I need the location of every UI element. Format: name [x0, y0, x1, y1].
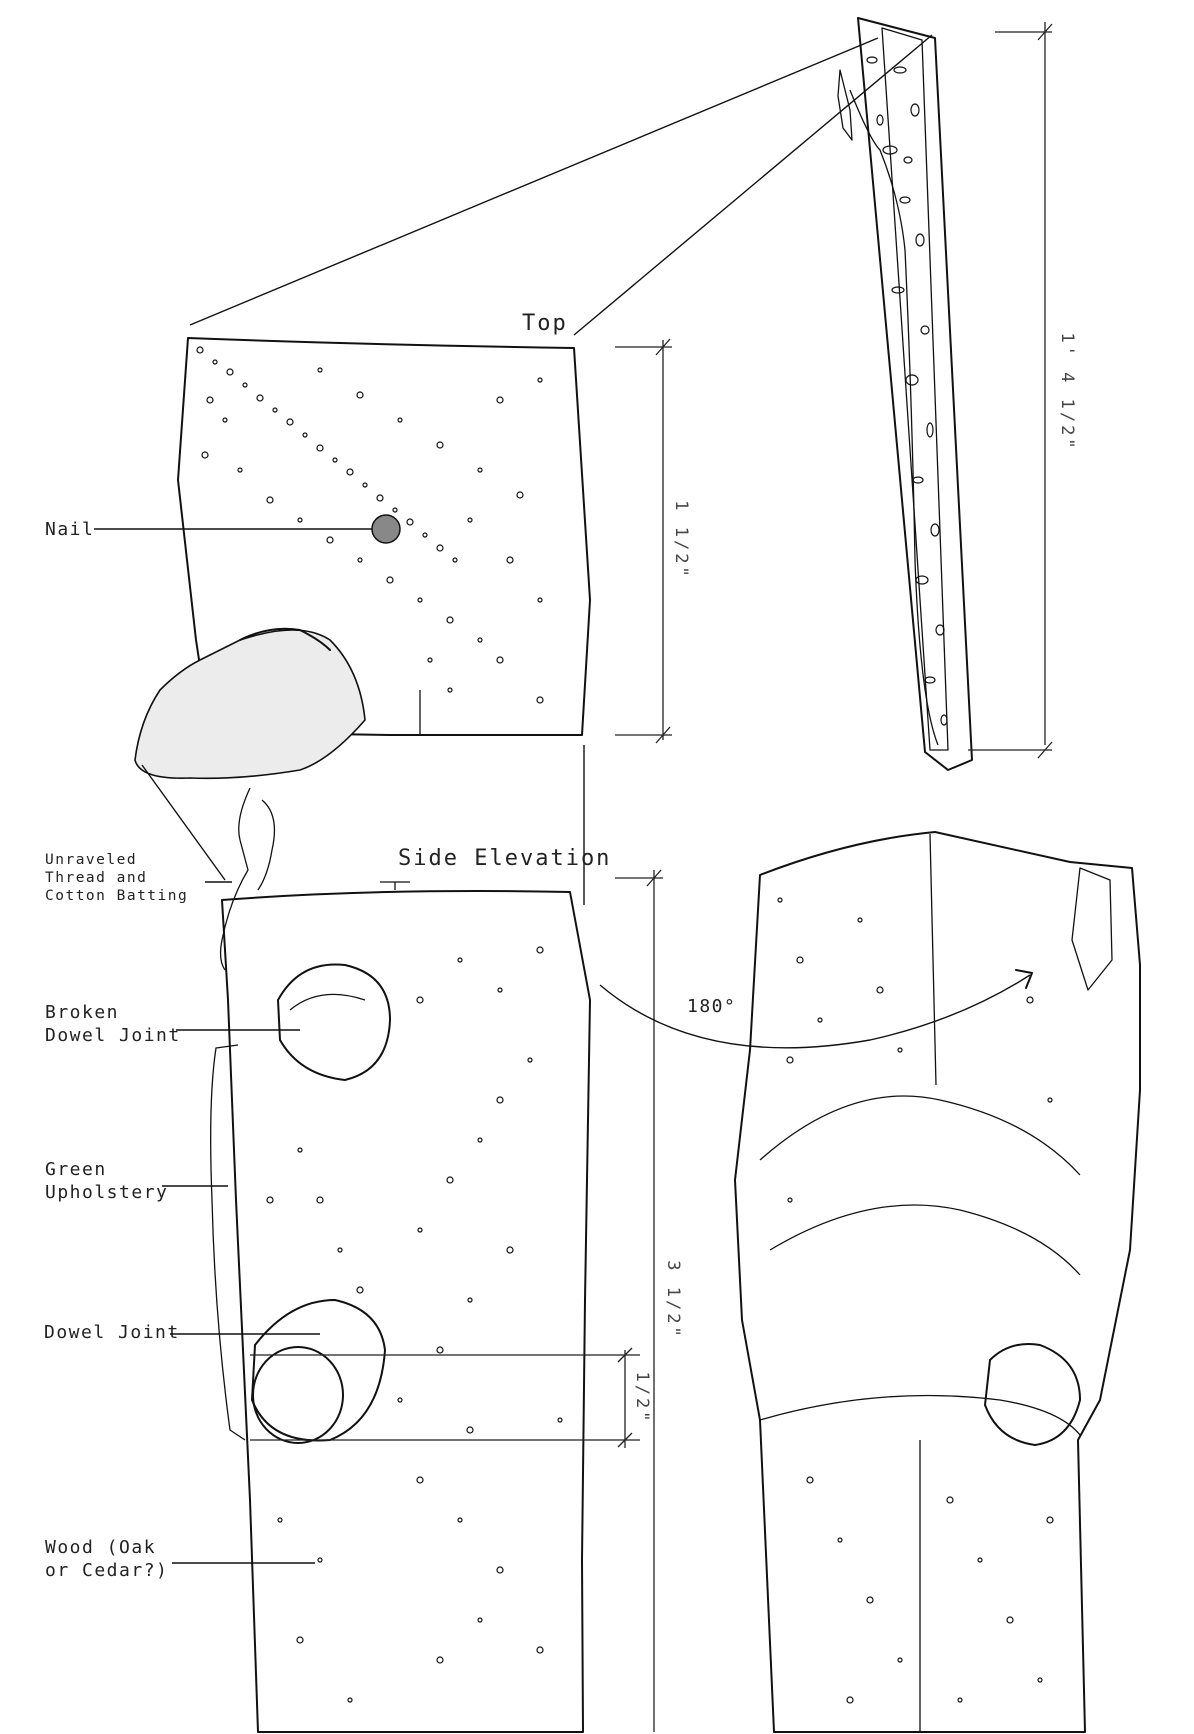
- tuft-edge: [239, 627, 331, 651]
- wood-label-2: or Cedar?): [45, 1560, 168, 1581]
- green-upholstery-label-2: Upholstery: [45, 1182, 168, 1203]
- unraveled-label-2: Thread and: [45, 870, 147, 886]
- side-elevation-view: [210, 881, 591, 1733]
- side-width-dimension: [615, 869, 663, 1732]
- full-length-view: [837, 17, 973, 771]
- thread-strand-2: [257, 799, 276, 891]
- top-width-dimension: [615, 338, 672, 744]
- broken-dowel-label-1: Broken: [45, 1002, 119, 1023]
- overall-length-label: 1' 4 1/2": [1057, 332, 1077, 451]
- upholstery-tuft: [134, 629, 366, 780]
- green-upholstery-label-1: Green: [45, 1159, 107, 1180]
- broken-dowel-label-2: Dowel Joint: [45, 1025, 181, 1046]
- rotated-view: [734, 831, 1141, 1733]
- top-width-label: 1 1/2": [671, 500, 691, 579]
- rotation-arrow: [599, 974, 1031, 1049]
- unraveled-label-1: Unraveled: [45, 852, 137, 868]
- projection-line-2: [573, 34, 933, 336]
- projection-line-1: [189, 37, 879, 326]
- unraveled-label-3: Cotton Batting: [45, 888, 188, 904]
- nail-label: Nail: [45, 519, 94, 540]
- nail-dot: [371, 514, 401, 544]
- dowel-joint-label: Dowel Joint: [44, 1322, 180, 1343]
- top-view: [177, 337, 591, 736]
- wood-label-1: Wood (Oak: [45, 1537, 156, 1558]
- dowel-dimension: [250, 1347, 640, 1448]
- rotation-arrowhead: [1015, 969, 1033, 989]
- dowel-dimension-label: 1/2": [632, 1372, 652, 1425]
- side-elevation-title: Side Elevation: [398, 846, 611, 871]
- overall-length-dimension: [968, 22, 1053, 759]
- rotation-label: 180°: [687, 996, 736, 1017]
- top-view-title: Top: [522, 311, 568, 336]
- unraveled-leader: [141, 764, 226, 881]
- side-width-label: 3 1/2": [663, 1260, 683, 1339]
